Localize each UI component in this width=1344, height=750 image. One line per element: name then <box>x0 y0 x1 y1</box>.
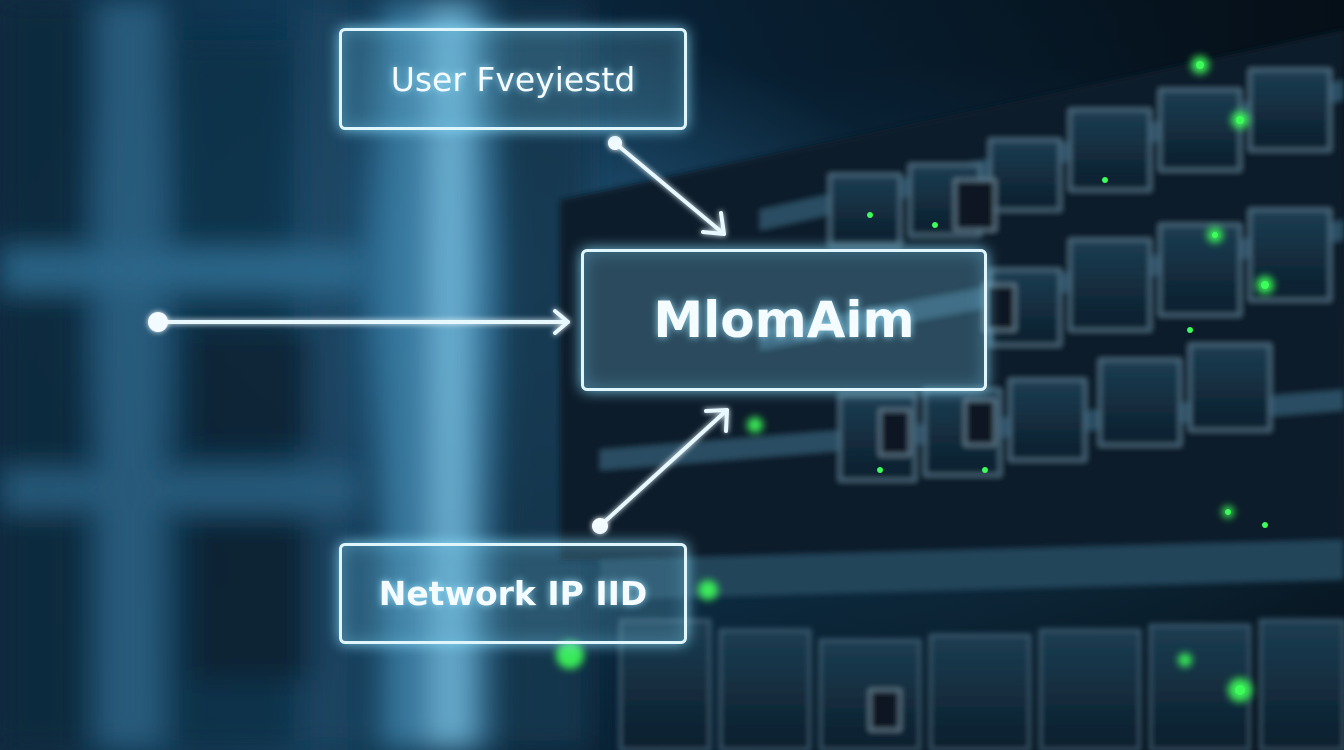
arrow-left-to-main <box>156 309 570 335</box>
node-network: Network IP IID <box>339 543 687 644</box>
arrow-bottom-to-main <box>598 408 729 528</box>
node-main: MlomAim <box>581 249 987 391</box>
node-user: User Fveyiestd <box>339 28 687 130</box>
arrow-bottom-start-dot <box>592 518 608 534</box>
node-user-label: User Fveyiestd <box>390 59 636 99</box>
arrow-left-start-dot <box>148 312 168 332</box>
node-network-label: Network IP IID <box>378 574 648 613</box>
arrow-top-to-main <box>613 141 726 236</box>
arrow-top-start-dot <box>608 136 622 150</box>
node-main-label: MlomAim <box>653 291 915 349</box>
